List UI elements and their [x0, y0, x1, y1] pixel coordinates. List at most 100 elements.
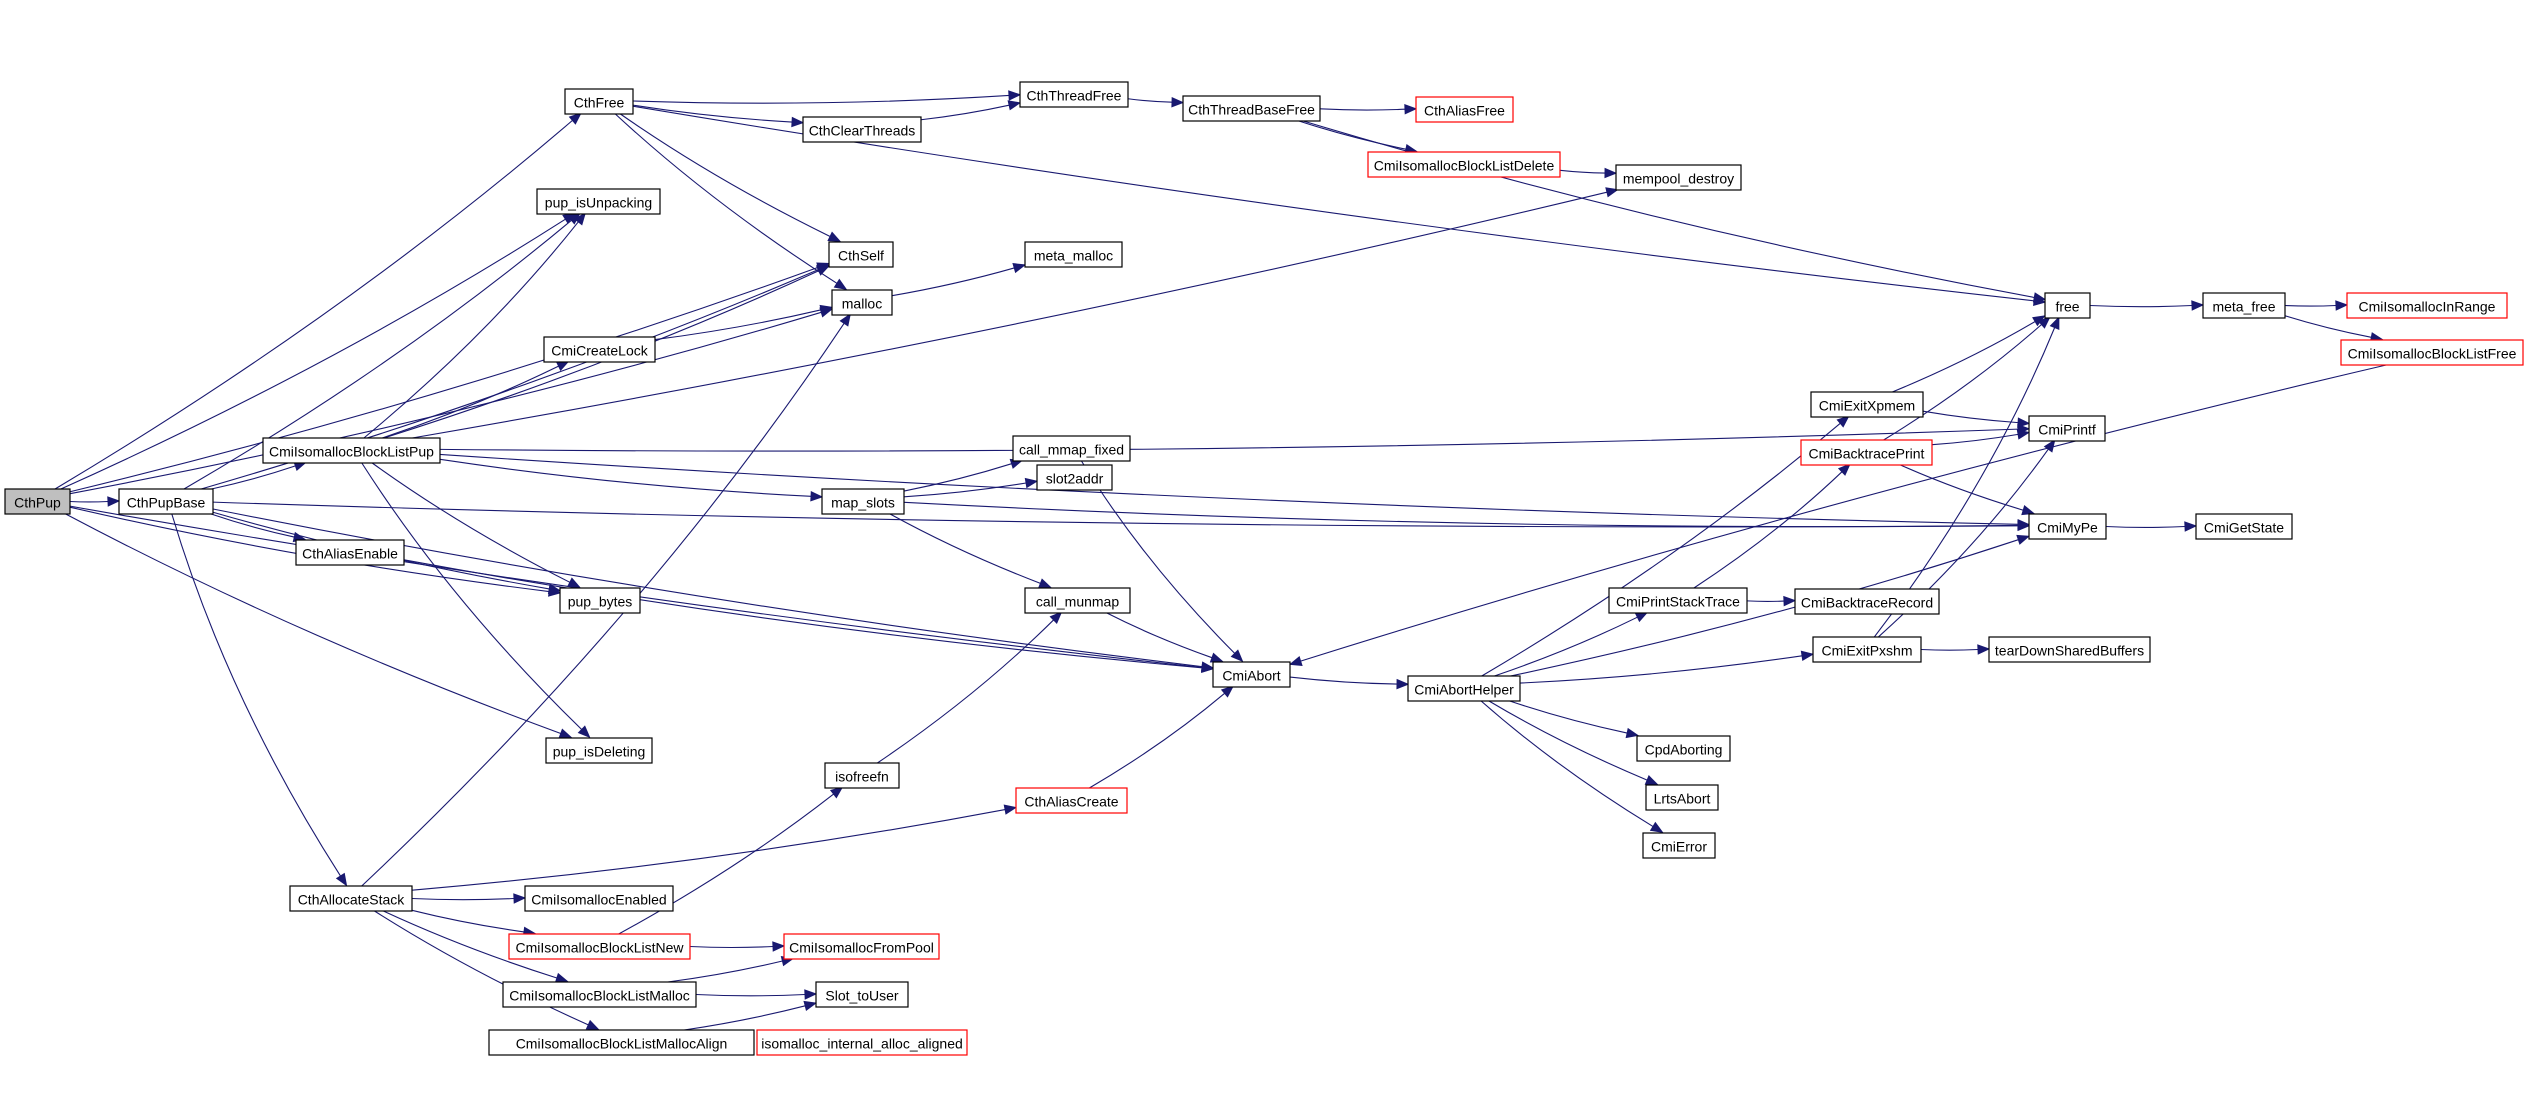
node-cth-self[interactable]: CthSelf — [828, 241, 894, 268]
node-cpd-aborting[interactable]: CpdAborting — [1636, 735, 1731, 762]
node-cmi-isomalloc-block-list-malloc[interactable]: CmiIsomallocBlockListMalloc — [502, 981, 697, 1008]
node-box — [488, 1029, 755, 1056]
node-box — [118, 488, 214, 515]
node-cth-pup-base[interactable]: CthPupBase — [118, 488, 214, 515]
node-label: CthThreadFree — [1027, 88, 1122, 104]
node-box — [1036, 464, 1113, 491]
node-isomalloc-internal-alloc-aligned[interactable]: isomalloc_internal_alloc_aligned — [756, 1029, 968, 1056]
node-box — [508, 933, 691, 960]
node-box — [2028, 415, 2106, 442]
edge-line — [1883, 324, 2042, 441]
node-cmi-create-lock[interactable]: CmiCreateLock — [543, 336, 656, 363]
node-call-munmap[interactable]: call_munmap — [1024, 587, 1131, 614]
node-box — [559, 587, 641, 614]
arrowhead-icon — [1644, 775, 1659, 785]
arrowhead-icon — [1209, 652, 1224, 663]
node-tear-down-shared-buffers[interactable]: tearDownSharedBuffers — [1988, 636, 2151, 663]
node-cmi-isomalloc-block-list-new[interactable]: CmiIsomallocBlockListNew — [508, 933, 691, 960]
edge-cmi-backtrace-print-to-cmi-my-pe — [1900, 464, 2036, 516]
arrowhead-icon — [1604, 167, 1618, 179]
node-cmi-abort-helper[interactable]: CmiAbortHelper — [1407, 675, 1521, 702]
edge-line — [371, 462, 571, 583]
edge-line — [212, 501, 2019, 528]
node-cmi-isomalloc-block-list-delete[interactable]: CmiIsomallocBlockListDelete — [1367, 151, 1561, 178]
node-slot2addr[interactable]: slot2addr — [1036, 464, 1113, 491]
edge-cmi-isomalloc-block-list-delete-to-mempool-destroy — [1559, 167, 1618, 179]
arrowhead-icon — [1837, 463, 1851, 476]
node-free[interactable]: free — [2044, 292, 2091, 319]
node-label: CthPup — [14, 495, 61, 511]
arrowhead-icon — [2032, 292, 2047, 303]
node-map-slots[interactable]: map_slots — [821, 488, 905, 515]
edge-line — [363, 221, 579, 439]
node-label: map_slots — [831, 495, 895, 511]
node-call-mmap-fixed[interactable]: call_mmap_fixed — [1012, 435, 1131, 462]
node-cmi-exit-pxshm[interactable]: CmiExitPxshm — [1812, 636, 1922, 663]
node-box — [828, 241, 894, 268]
node-cmi-my-pe[interactable]: CmiMyPe — [2028, 513, 2107, 540]
node-cth-alias-enable[interactable]: CthAliasEnable — [295, 539, 405, 566]
edge-cmi-exit-xpmem-to-free — [1892, 315, 2046, 393]
node-meta-free[interactable]: meta_free — [2202, 292, 2286, 319]
edge-cmi-abort-helper-to-cmi-error — [1480, 700, 1664, 833]
edge-call-mmap-fixed-to-cmi-abort — [1080, 460, 1244, 663]
node-pup-is-deleting[interactable]: pup_isDeleting — [545, 737, 653, 764]
node-slot-to-user[interactable]: Slot_toUser — [815, 981, 909, 1008]
node-label: pup_isUnpacking — [545, 195, 652, 211]
node-cmi-exit-xpmem[interactable]: CmiExitXpmem — [1810, 391, 1924, 418]
edge-cth-allocate-stack-to-cth-alias-create — [411, 804, 1018, 891]
node-box — [1812, 636, 1922, 663]
node-cmi-backtrace-print[interactable]: CmiBacktracePrint — [1800, 439, 1933, 466]
node-cth-thread-base-free[interactable]: CthThreadBaseFree — [1182, 95, 1321, 122]
node-box — [564, 88, 634, 115]
node-cth-pup[interactable]: CthPup — [4, 488, 71, 515]
edge-line — [65, 513, 561, 735]
edge-line — [1106, 612, 1213, 659]
arrowhead-icon — [1800, 650, 1815, 662]
node-cmi-isomalloc-enabled[interactable]: CmiIsomallocEnabled — [524, 885, 674, 912]
node-cmi-isomalloc-from-pool[interactable]: CmiIsomallocFromPool — [783, 933, 940, 960]
node-cmi-error[interactable]: CmiError — [1642, 832, 1716, 859]
node-cth-free[interactable]: CthFree — [564, 88, 634, 115]
node-label: free — [2055, 299, 2079, 315]
edge-line — [60, 218, 566, 490]
node-cmi-print-stack-trace[interactable]: CmiPrintStackTrace — [1608, 587, 1748, 614]
node-cmi-isomalloc-block-list-malloc-align[interactable]: CmiIsomallocBlockListMallocAlign — [488, 1029, 755, 1056]
edge-cth-thread-free-to-cth-thread-base-free — [1127, 96, 1185, 108]
node-cmi-isomalloc-block-list-pup[interactable]: CmiIsomallocBlockListPup — [262, 437, 441, 464]
node-cth-allocate-stack[interactable]: CthAllocateStack — [289, 885, 413, 912]
edge-cmi-backtrace-print-to-free — [1883, 316, 2051, 441]
node-cth-alias-create[interactable]: CthAliasCreate — [1015, 787, 1128, 814]
node-cmi-printf[interactable]: CmiPrintf — [2028, 415, 2106, 442]
edge-line — [374, 910, 589, 1026]
edge-line — [383, 910, 558, 979]
node-cth-thread-free[interactable]: CthThreadFree — [1019, 81, 1129, 108]
edge-line — [877, 619, 1054, 764]
arrowhead-icon — [1171, 96, 1185, 108]
node-cmi-get-state[interactable]: CmiGetState — [2195, 513, 2293, 540]
node-cmi-isomalloc-block-list-free[interactable]: CmiIsomallocBlockListFree — [2340, 339, 2524, 366]
arrowhead-icon — [833, 278, 848, 290]
node-label: CmiIsomallocBlockListPup — [269, 444, 434, 460]
edge-cmi-isomalloc-block-list-malloc-to-slot-to-user — [695, 989, 818, 1000]
node-mempool-destroy[interactable]: mempool_destroy — [1615, 164, 1742, 191]
edge-cth-pup-base-to-cmi-isomalloc-block-list-pup — [211, 461, 308, 490]
arrowhead-icon — [1007, 100, 1022, 111]
node-cmi-backtrace-record[interactable]: CmiBacktraceRecord — [1794, 588, 1940, 615]
node-cmi-abort[interactable]: CmiAbort — [1212, 661, 1291, 688]
node-pup-is-unpacking[interactable]: pup_isUnpacking — [536, 188, 661, 215]
node-lrts-abort[interactable]: LrtsAbort — [1645, 784, 1719, 811]
node-box — [1024, 241, 1123, 268]
edge-line — [618, 793, 834, 935]
node-pup-bytes[interactable]: pup_bytes — [559, 587, 641, 614]
node-meta-malloc[interactable]: meta_malloc — [1024, 241, 1123, 268]
edge-line — [920, 104, 1010, 121]
edge-line — [1089, 692, 1225, 789]
node-box — [2340, 339, 2524, 366]
node-cth-clear-threads[interactable]: CthClearThreads — [802, 116, 922, 143]
node-cmi-isomalloc-in-range[interactable]: CmiIsomallocInRange — [2346, 292, 2508, 319]
node-malloc[interactable]: malloc — [831, 289, 893, 316]
node-cth-alias-free[interactable]: CthAliasFree — [1415, 96, 1514, 123]
node-isofreefn[interactable]: isofreefn — [824, 762, 900, 789]
arrowhead-icon — [2191, 300, 2205, 311]
